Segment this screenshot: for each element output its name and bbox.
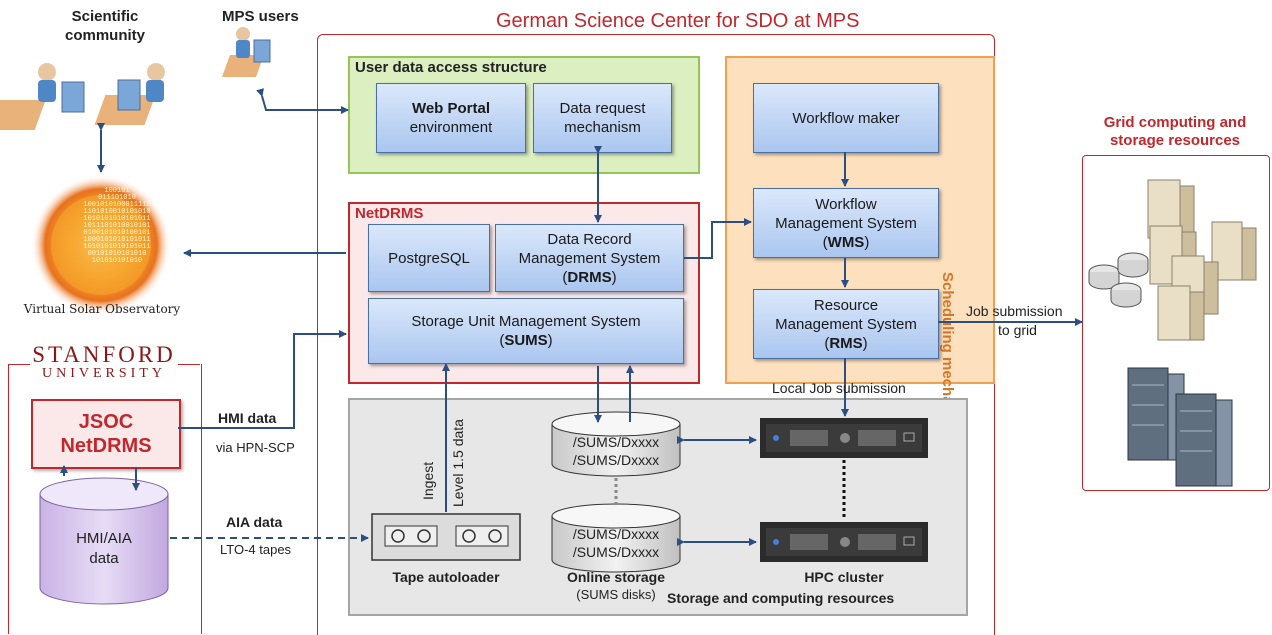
lto-label: LTO-4 tapes [220,542,292,557]
data-request-line2: mechanism [564,119,641,136]
online-sub-label: (SUMS disks) [576,587,656,602]
hpc-label: HPC cluster [804,569,884,585]
rms-box: Resource Management System (RMS) [753,289,939,359]
ingest-label: Ingest [420,461,436,500]
vso-binary-row: 1010101010101011 [83,215,151,223]
jsoc-line1: JSOC [78,411,134,433]
rms-abbr: RMS [829,334,863,352]
aia-data-label: AIA data [226,514,283,530]
rms-line2: Management System [775,315,917,333]
vso-binary-row: 101010101010 [91,257,143,265]
vso-binary-row: 1001010100011110 [83,201,151,209]
jsoc-line2: NetDRMS [60,435,152,457]
stanford-frame [8,364,202,634]
vso-binary-row: 1000101010101011 [83,236,151,244]
job-grid-line2: to grid [998,322,1037,338]
arrows [60,88,1083,546]
web-portal-bold: Web Portal [411,100,491,117]
stanford-label: STANFORD [32,342,176,367]
vso-label: Virtual Solar Observatory [23,302,181,316]
vso-binary-row: 1011101010010101 [83,222,151,230]
wms-line2: Management System [775,214,917,232]
server-stack-icon [1147,179,1257,341]
tape-autoloader-icon [371,513,521,561]
data-request-line1: Data request [559,100,646,117]
stanford-frame-top-right [178,364,200,365]
disk-stack-icon [1088,252,1149,308]
workflow-maker-label: Workflow maker [792,109,900,127]
hpc-server-icon [760,418,928,458]
job-grid-line1: Job submission [966,303,1063,319]
rack-server-icon [1127,367,1233,487]
web-portal-rest: environment [409,119,493,136]
ingest-level-label: Level 1.5 data [450,419,466,507]
postgres-label: PostgreSQL [388,249,470,267]
grid-title-line2: storage resources [1109,132,1241,149]
drms-line1: Data Record [547,230,632,248]
tape-label: Tape autoloader [392,569,500,585]
scientific-community-line1: Scientific [71,8,139,25]
local-job-label: Local Job submission [772,380,906,396]
grid-title-line1: Grid computing and [1103,114,1247,131]
hmi-aia-line2: data [89,550,119,567]
jsoc-box: JSOC NetDRMS [31,399,181,469]
disk2-line1: /SUMS/Dxxxx [572,526,660,542]
drms-box: Data Record Management System (DRMS) [495,224,684,292]
university-label: UNIVERSITY [42,366,166,381]
workflow-maker-box: Workflow maker [753,83,939,153]
hmi-aia-cylinder [39,477,169,605]
data-request-box: Data request mechanism [533,83,672,153]
via-label: via HPN-SCP [216,440,295,455]
wms-line1: Workflow [815,195,877,213]
mps-users-label: MPS users [222,8,299,25]
disk-cylinder-1 [551,411,681,477]
hpc-server-icon [760,522,928,562]
vso-binary-row: 1010101010101011 [83,243,151,251]
sums-abbr: SUMS [504,332,548,349]
hmi-data-label: HMI data [218,410,277,426]
vso-binary-row: 011101010 [98,194,136,202]
vso-binary-row: 00101010101010 [87,250,147,258]
postgres-box: PostgreSQL [368,224,490,292]
sums-box: Storage Unit Management System (SUMS) [368,298,684,364]
disk-cylinder-2 [551,503,681,573]
disk1-line1: /SUMS/Dxxxx [572,434,660,450]
web-portal-box: Web Portal environment [376,83,526,153]
disk2-line2: /SUMS/Dxxxx [572,544,660,560]
mps-user-icon [221,27,271,77]
user-computer-icon [0,63,85,130]
online-label: Online storage [566,569,666,585]
vso-binary-row: 0100101010100101 [83,229,151,237]
vso-binary: 100101 011101010 1001010100011110 110101… [62,188,172,265]
rms-line1: Resource [813,296,879,314]
sums-label: Storage Unit Management System [411,313,641,330]
user-computer-icon [94,63,165,125]
netdrms-title: NetDRMS [355,205,424,222]
sun-icon [31,175,171,315]
hmi-aia-line1: HMI/AIA [76,530,132,547]
stanford-frame-top-left [8,364,30,365]
scientific-community-line2: community [64,27,145,44]
wms-box: Workflow Management System (WMS) [753,188,939,258]
german-center-title: German Science Center for SDO at MPS [486,10,870,33]
vso-binary-row: 100101 [104,187,130,195]
drms-line2: Management System [518,249,661,267]
storage-title: Storage and computing resources [667,590,895,606]
drms-abbr: DRMS [567,268,612,286]
disk1-line2: /SUMS/Dxxxx [572,452,660,468]
wms-abbr: WMS [827,233,865,251]
user-data-title: User data access structure [355,59,547,76]
vso-binary-row: 1101010010101010 [83,208,151,216]
